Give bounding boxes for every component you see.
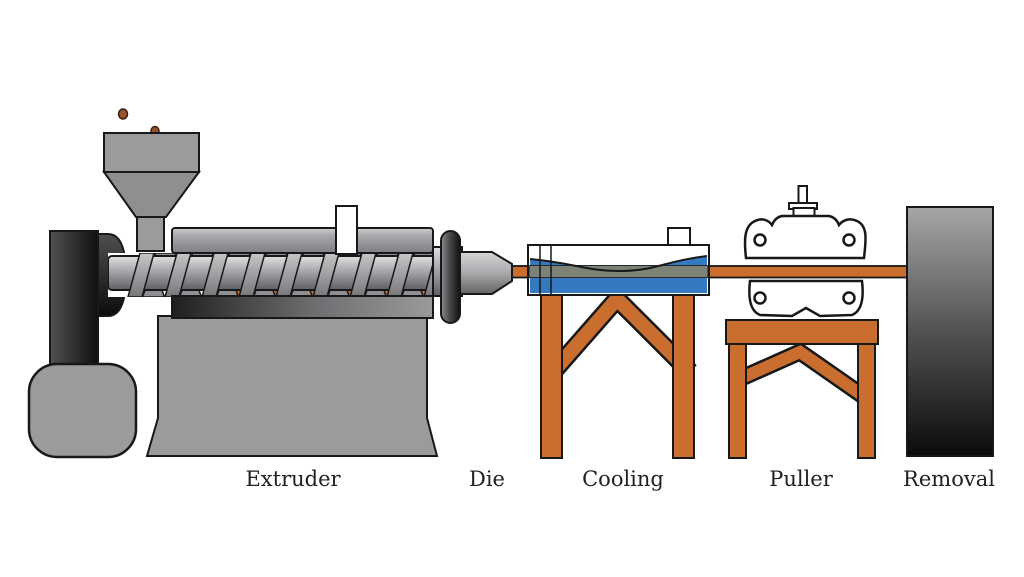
screw-flights xyxy=(127,253,436,297)
stand-brace xyxy=(734,345,870,403)
die-flange xyxy=(440,230,461,324)
hopper xyxy=(102,108,201,252)
stand-leg xyxy=(728,342,747,459)
cooling-tank xyxy=(527,244,710,296)
belt-wheel xyxy=(753,233,767,247)
label-cooling: Cooling xyxy=(582,467,664,491)
puller-belt-bottom xyxy=(748,279,864,318)
puller-table xyxy=(725,319,879,345)
cooling-group xyxy=(527,227,710,459)
barrel-bottom xyxy=(171,295,434,319)
removal-block xyxy=(906,206,994,457)
puller-belt-top xyxy=(743,214,867,260)
waterline xyxy=(529,255,708,273)
die-group xyxy=(432,230,513,324)
cooling-stand xyxy=(540,285,697,459)
die-body xyxy=(457,251,513,295)
hopper-funnel xyxy=(102,171,201,218)
label-die: Die xyxy=(469,467,505,491)
belt-wheel xyxy=(842,291,856,305)
label-puller: Puller xyxy=(769,467,834,491)
puller-stand xyxy=(725,319,879,459)
motor xyxy=(27,362,138,459)
label-extruder: Extruder xyxy=(245,467,341,491)
hopper-neck xyxy=(136,216,165,252)
belt-wheel xyxy=(753,291,767,305)
screw-assembly xyxy=(108,253,436,297)
adjustment-screw xyxy=(788,185,818,220)
stand-leg xyxy=(540,293,563,459)
extruder-base xyxy=(145,315,439,457)
stand-leg xyxy=(857,342,876,459)
drive-belt-housing xyxy=(49,230,99,366)
barrel-vent xyxy=(335,205,358,255)
stage-labels: Extruder Die Cooling Puller Removal xyxy=(245,467,995,491)
hopper-body xyxy=(103,132,200,173)
puller-group xyxy=(725,185,879,459)
stand-leg xyxy=(672,293,695,459)
tank-outline xyxy=(527,244,710,296)
screw-stem xyxy=(797,185,808,205)
stand-brace xyxy=(547,288,695,377)
pellet xyxy=(117,108,129,120)
belt-wheel xyxy=(842,233,856,247)
barrel-top xyxy=(171,227,434,254)
label-removal: Removal xyxy=(903,467,995,491)
